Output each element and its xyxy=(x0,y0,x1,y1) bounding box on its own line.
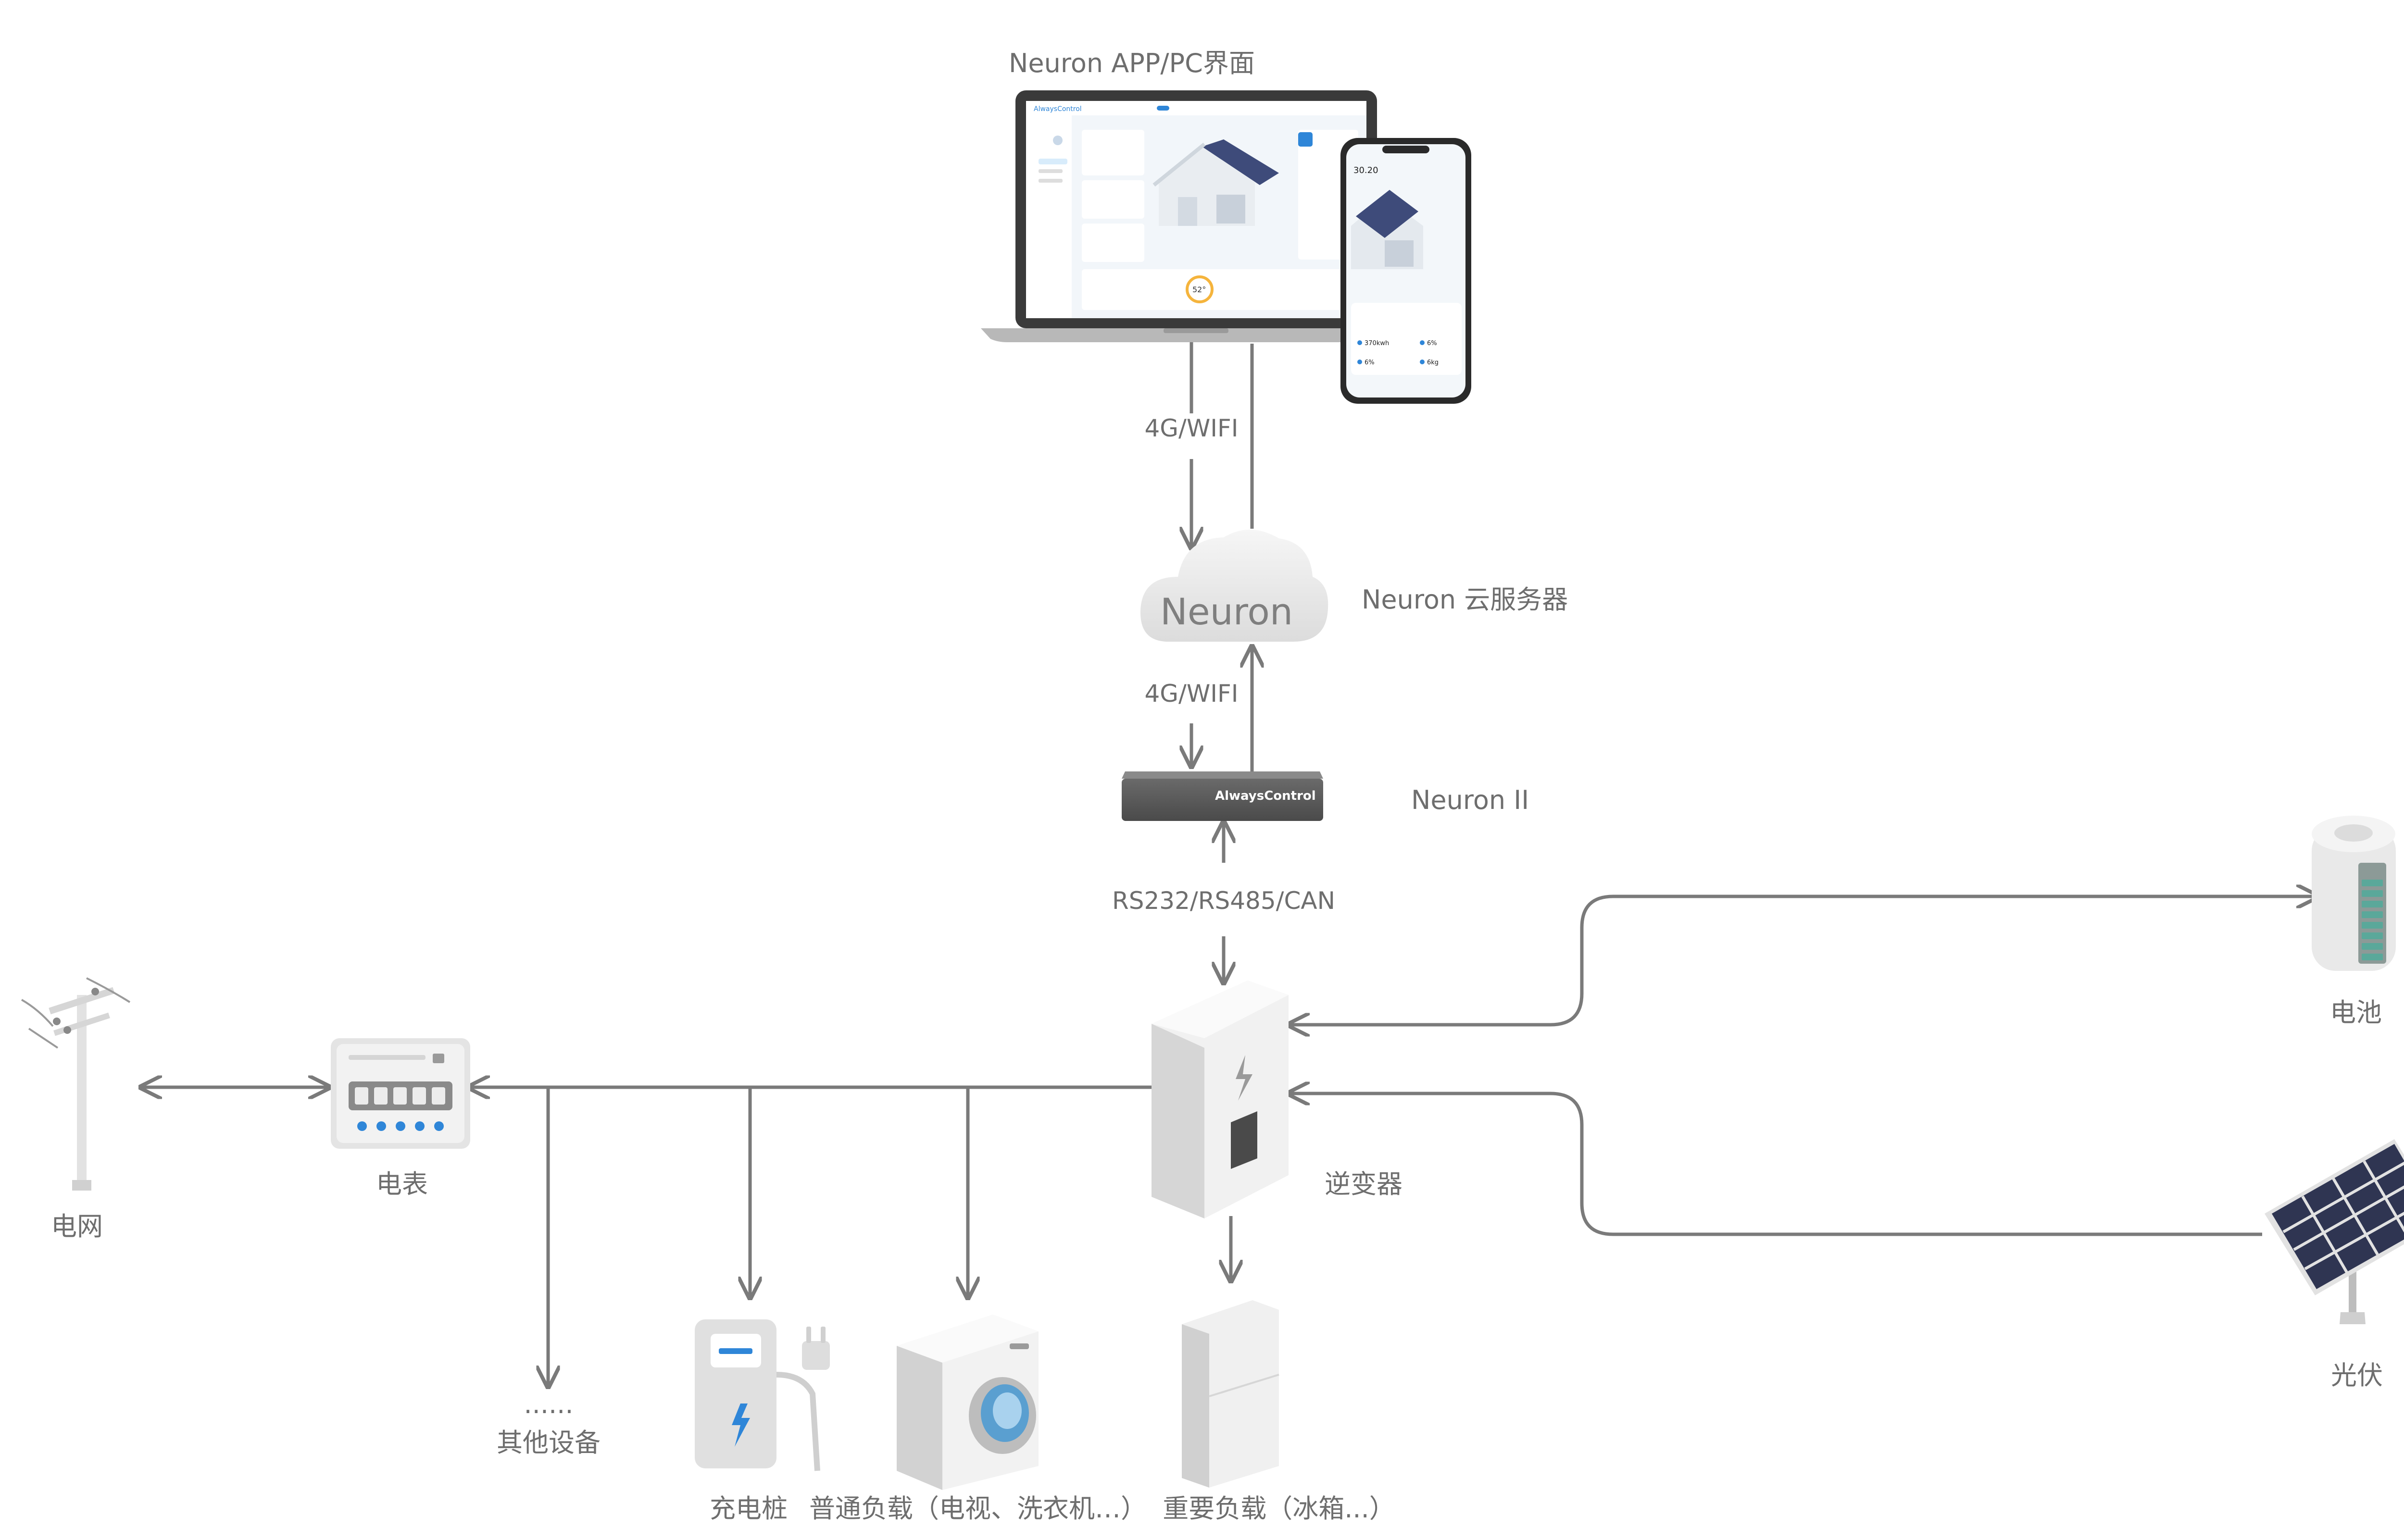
battery-icon xyxy=(2312,816,2396,971)
washing-machine-icon xyxy=(897,1315,1039,1490)
phone-value: 30.20 xyxy=(1353,165,1378,175)
other-devices-dots: ...... xyxy=(524,1389,574,1419)
laptop-brand: AlwaysControl xyxy=(1034,105,1082,113)
important-load-label: 重要负载（冰箱...） xyxy=(1163,1493,1395,1524)
inverter-icon xyxy=(1152,981,1289,1218)
protocol-label-bus: RS232/RS485/CAN xyxy=(1107,886,1340,916)
grid-pole-icon xyxy=(21,977,131,1191)
phone-stat-1: 370kwh xyxy=(1365,340,1389,347)
other-devices-label: 其他设备 xyxy=(497,1428,601,1458)
cloud-server-label: Neuron 云服务器 xyxy=(1362,584,1568,615)
laptop-metric: 52° xyxy=(1192,285,1206,294)
laptop-screen: AlwaysControl 52° xyxy=(1026,101,1366,318)
normal-load-label: 普通负载（电视、洗衣机…） xyxy=(809,1493,1147,1524)
pv-label: 光伏 xyxy=(2331,1360,2383,1391)
laptop-device: AlwaysControl 52° xyxy=(981,90,1411,342)
cloud-icon xyxy=(1140,529,1328,642)
protocol-label-upper: 4G/WIFI xyxy=(1139,413,1243,443)
inverter-label: 逆变器 xyxy=(1325,1169,1402,1199)
app-pc-label: Neuron APP/PC界面 xyxy=(1009,48,1255,78)
phone-stat-3: 6% xyxy=(1365,359,1375,366)
charger-label: 充电桩 xyxy=(710,1493,788,1524)
battery-label: 电池 xyxy=(2330,997,2382,1028)
gateway-device-icon: AlwaysControl xyxy=(1122,771,1323,821)
link-inverter-battery xyxy=(1289,896,2317,1025)
fridge-icon xyxy=(1182,1300,1279,1488)
connection-lines xyxy=(141,339,2317,1387)
pv-panel-icon xyxy=(2265,1139,2404,1324)
protocol-label-lower: 4G/WIFI xyxy=(1139,679,1243,708)
gateway-brand: AlwaysControl xyxy=(1215,789,1316,803)
cloud-word: Neuron xyxy=(1160,590,1293,633)
phone-stat-2: 6% xyxy=(1427,340,1437,347)
link-pv-inverter xyxy=(1289,1093,2262,1236)
gateway-label: Neuron II xyxy=(1411,785,1529,815)
meter-icon xyxy=(331,1038,470,1149)
grid-label: 电网 xyxy=(51,1211,103,1242)
meter-label: 电表 xyxy=(376,1169,428,1199)
ev-charger-icon xyxy=(695,1319,830,1471)
phone-stat-4: 6kg xyxy=(1427,359,1439,366)
phone-device: 30.20 370kwh 6% 6% 6kg xyxy=(1340,138,1471,404)
